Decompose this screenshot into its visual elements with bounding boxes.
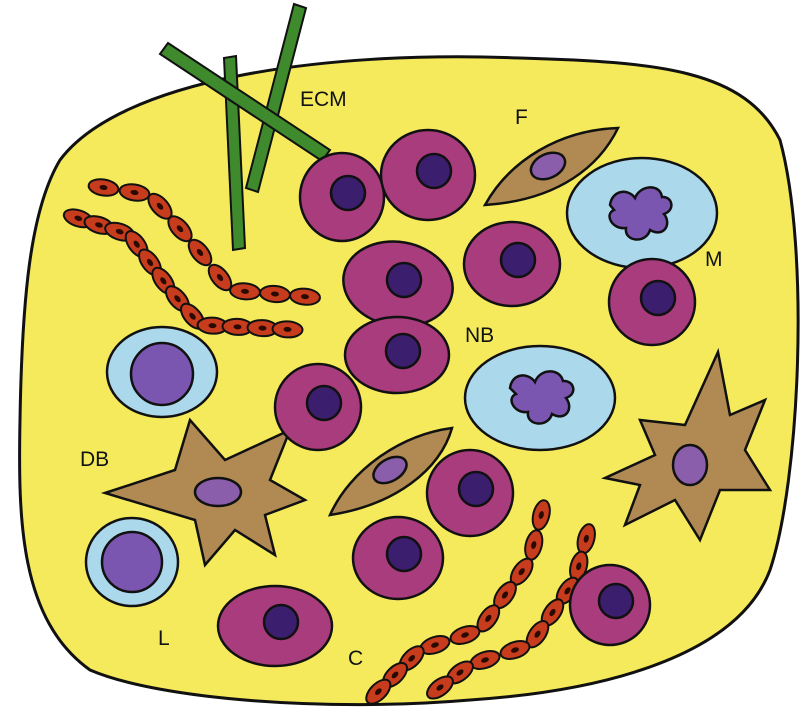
dendritic-nucleus	[673, 445, 707, 485]
neuroblast-nucleus	[417, 154, 451, 188]
dendritic-nucleus	[195, 478, 241, 506]
lymphocyte-nucleus	[102, 532, 162, 592]
neuroblast-nucleus	[386, 334, 420, 368]
label-c: C	[348, 647, 363, 670]
label-f: F	[515, 106, 528, 129]
label-nb: NB	[465, 324, 494, 347]
lymphocyte-nucleus	[131, 343, 193, 405]
neuroblast-nucleus	[331, 176, 365, 210]
neuroblast-nucleus	[501, 243, 535, 277]
neuroblast-nucleus	[307, 386, 341, 420]
label-ecm: ECM	[300, 88, 347, 111]
label-l: L	[158, 627, 170, 650]
neuroblast-nucleus	[459, 472, 493, 506]
neuroblast-nucleus	[387, 537, 421, 571]
neuroblast-nucleus	[641, 281, 675, 315]
neuroblast-nucleus	[599, 584, 633, 618]
neuroblast-nucleus	[264, 605, 298, 639]
label-db: DB	[80, 448, 109, 471]
label-m: M	[705, 248, 723, 271]
neuroblast-nucleus	[387, 263, 421, 297]
